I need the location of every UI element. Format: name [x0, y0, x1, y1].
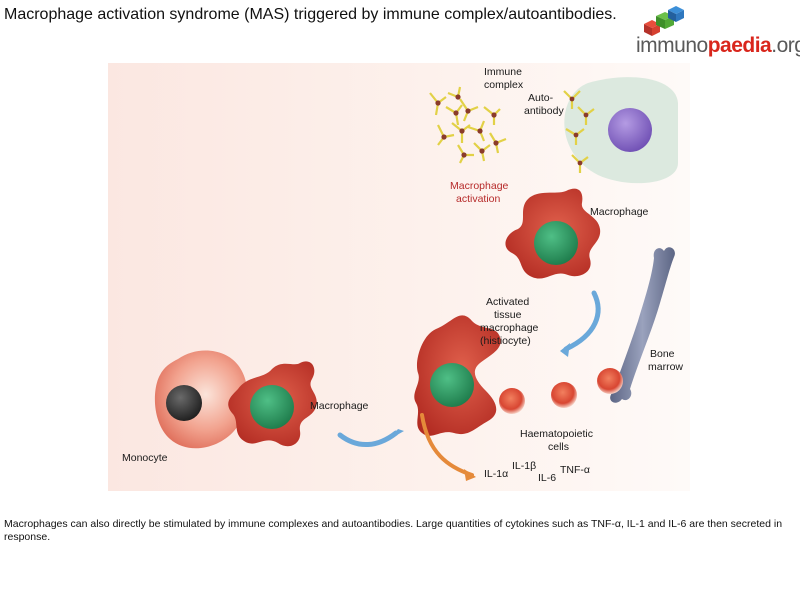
bone [610, 247, 675, 403]
label-macrophage-activation-1: Macrophage [450, 180, 509, 192]
label-immune-complex-1: Immune [484, 66, 522, 78]
arrow-left-to-activated [337, 429, 404, 448]
label-macrophage-activation-2: activation [456, 193, 501, 205]
figure-caption: Macrophages can also directly be stimula… [4, 518, 783, 543]
label-bone-2: marrow [648, 361, 683, 373]
label-il6: IL-6 [538, 472, 556, 484]
immune-complex-antigens [435, 94, 499, 158]
label-monocyte: Monocyte [122, 452, 168, 464]
label-autoantibody-1: Auto- [528, 92, 554, 104]
label-activated-4: (histiocyte) [480, 335, 531, 347]
arrow-top-to-activated [560, 290, 601, 357]
activated-macrophage [414, 315, 501, 436]
label-macrophage-left: Macrophage [310, 400, 369, 412]
logo-cubes-icon [644, 6, 684, 36]
autoantibody-antigens [569, 96, 589, 166]
diagram-panel: Immune complex Auto- antibody Macrophage… [108, 63, 690, 491]
logo-wordmark: immunopaedia.org [636, 34, 800, 57]
macrophage-left [228, 361, 317, 447]
label-macrophage-top: Macrophage [590, 206, 649, 218]
mas-diagram: Immune complex Auto- antibody Macrophage… [108, 63, 690, 491]
label-activated-3: macrophage [480, 322, 539, 334]
label-il1-beta: IL-1β [512, 460, 536, 472]
page-title: Macrophage activation syndrome (MAS) tri… [4, 6, 617, 23]
label-tnf-alpha: TNF-α [560, 464, 590, 476]
label-il1-alpha: IL-1α [484, 468, 508, 480]
immunopaedia-logo: immunopaedia.org [630, 6, 800, 58]
haematopoietic-cells [499, 368, 623, 414]
label-autoantibody-2: antibody [524, 105, 564, 117]
label-activated-1: Activated [486, 296, 529, 308]
label-bone-1: Bone [650, 348, 675, 360]
cytokine-labels: IL-1α IL-1β IL-6 TNF-α [484, 460, 590, 484]
plasma-cell [564, 77, 678, 184]
macrophage-top [505, 188, 601, 279]
cytokine-secretion-arrow [420, 413, 476, 481]
label-immune-complex-2: complex [484, 79, 524, 91]
monocyte [154, 350, 248, 449]
label-haematopoietic-1: Haematopoietic [520, 428, 593, 440]
label-haematopoietic-2: cells [548, 441, 569, 453]
label-activated-2: tissue [494, 309, 522, 321]
